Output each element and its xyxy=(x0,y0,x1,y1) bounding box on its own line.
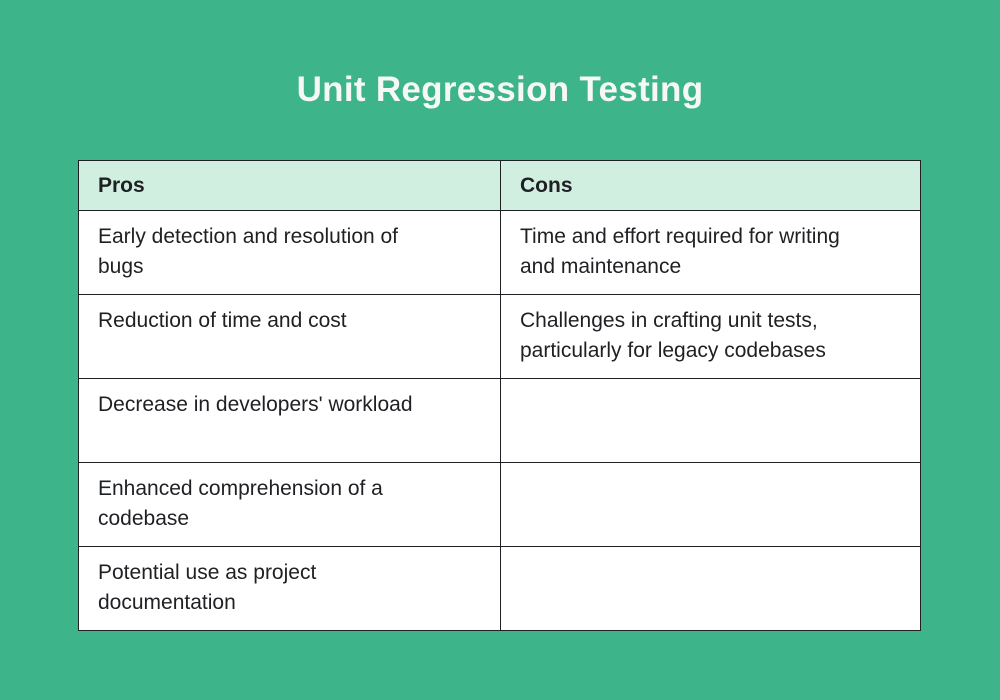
table-row: Reduction of time and cost Challenges in… xyxy=(78,294,921,379)
cons-cell xyxy=(500,462,921,547)
pros-cell: Reduction of time and cost xyxy=(78,294,501,379)
table-row: Enhanced comprehension of a codebase xyxy=(78,462,921,547)
pros-cons-table: Pros Cons Early detection and resolution… xyxy=(78,160,921,631)
table-header-row: Pros Cons xyxy=(78,160,921,211)
cons-cell xyxy=(500,378,921,463)
pros-cell: Potential use as project documentation xyxy=(78,546,501,631)
column-header-pros: Pros xyxy=(78,160,501,211)
cons-cell: Time and effort required for writing and… xyxy=(500,210,921,295)
cons-cell: Challenges in crafting unit tests, parti… xyxy=(500,294,921,379)
page-title: Unit Regression Testing xyxy=(296,70,704,109)
pros-cell: Decrease in developers' workload xyxy=(78,378,501,463)
pros-cell: Enhanced comprehension of a codebase xyxy=(78,462,501,547)
table-row: Decrease in developers' workload xyxy=(78,378,921,463)
table-row: Early detection and resolution of bugs T… xyxy=(78,210,921,295)
table-row: Potential use as project documentation xyxy=(78,546,921,631)
cons-cell xyxy=(500,546,921,631)
column-header-cons: Cons xyxy=(500,160,921,211)
pros-cell: Early detection and resolution of bugs xyxy=(78,210,501,295)
